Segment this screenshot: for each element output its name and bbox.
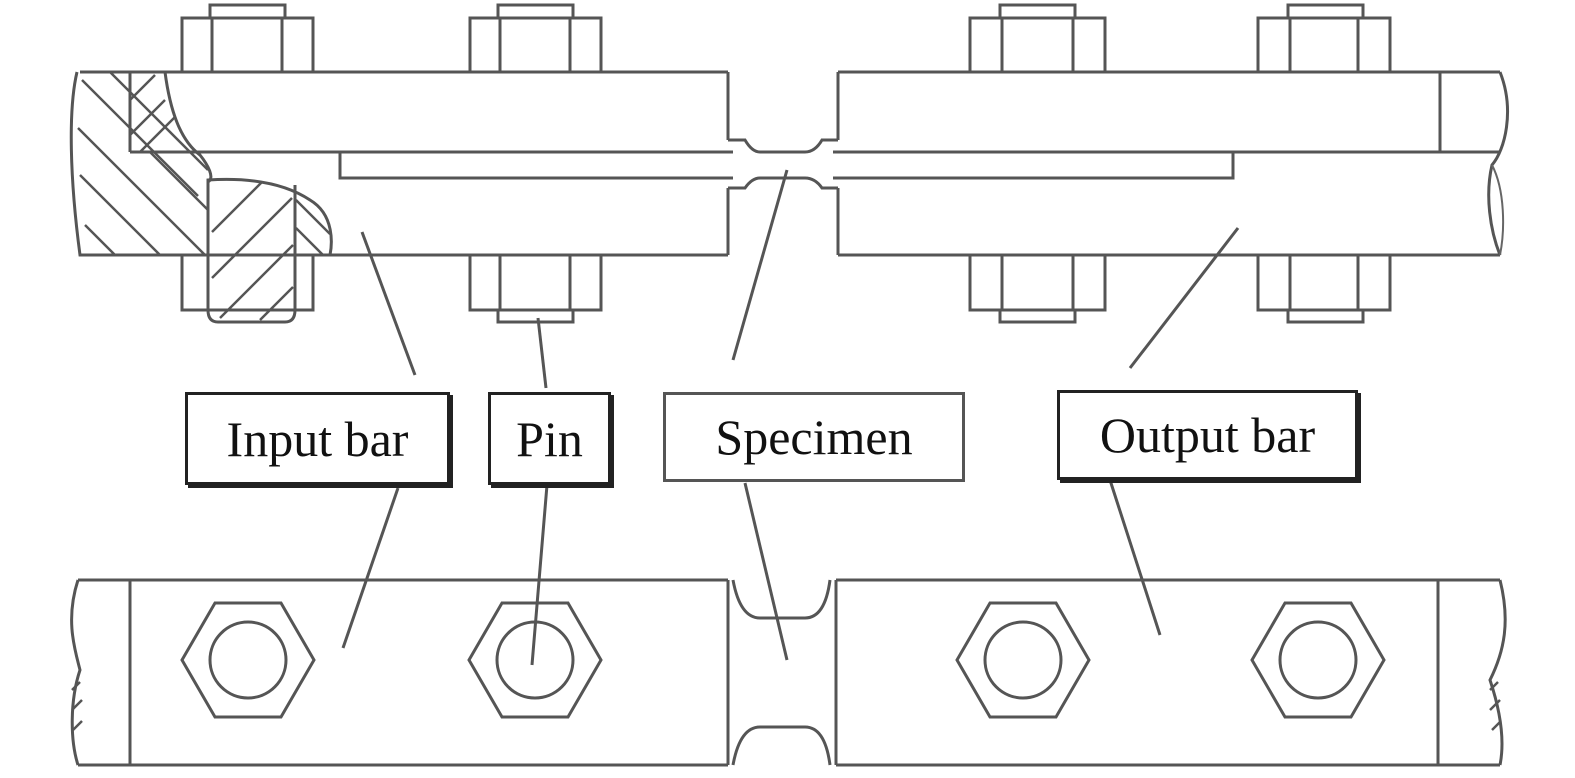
bottom-hatch bbox=[71, 681, 1501, 731]
specimen-label: Specimen bbox=[663, 392, 965, 482]
input-bar-label: Input bar bbox=[185, 392, 450, 485]
bottom-plan-view bbox=[70, 578, 1507, 767]
broken-end-hatching bbox=[69, 71, 333, 324]
hex-nuts-plan bbox=[180, 601, 1386, 719]
leader-lines bbox=[341, 169, 1240, 666]
output-bar-section bbox=[833, 70, 1510, 257]
specimen-top bbox=[728, 138, 838, 190]
output-bar-label: Output bar bbox=[1057, 390, 1358, 480]
top-section-view bbox=[69, 3, 1510, 324]
bolt-heads-top bbox=[180, 3, 1392, 74]
pin-label: Pin bbox=[488, 392, 611, 485]
